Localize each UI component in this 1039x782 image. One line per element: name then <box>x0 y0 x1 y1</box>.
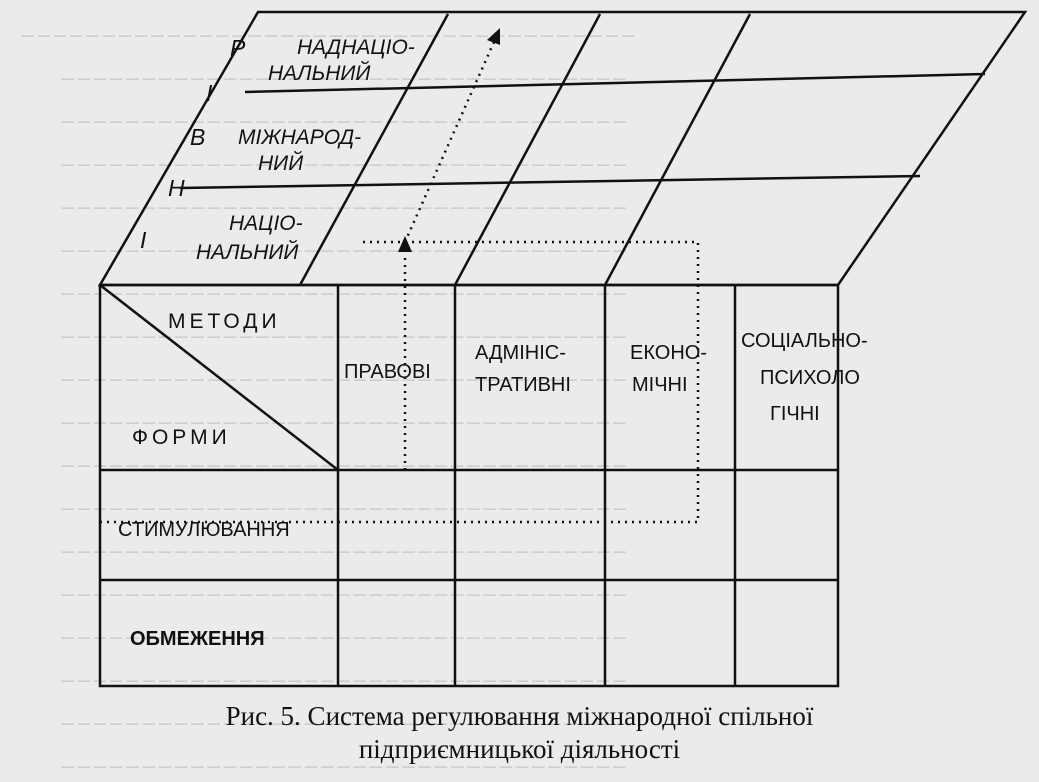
level-national-line2: НАЛЬНИЙ <box>196 241 299 264</box>
svg-text:−−−−−−−−−−−−−−−−−−−−−−−−−−−−−−: −−−−−−−−−−−−−−−−−−−−−−−−−−−−−−−−−−− <box>60 752 628 782</box>
dotted-arrows <box>100 41 700 524</box>
arrow-heads <box>398 28 500 252</box>
levels-column-line-2 <box>453 13 602 286</box>
svg-text:−−−−−−−−−−−−−−−−−−−−−−−−−−−−−−: −−−−−−−−−−−−−−−−−−−−−−−−−−−−−−−−−−− <box>60 150 628 180</box>
caption-line-1: Рис. 5. Система регулювання міжнародної … <box>225 701 814 731</box>
background-page-text: −−−−−−−−−−−−−−−−−−−−−−−−−−−−−−−−−−−−−− −… <box>20 21 637 782</box>
method-sociopsych-line2: ПСИХОЛО <box>760 367 860 389</box>
header-diagonal <box>99 284 339 471</box>
svg-text:−−−−−−−−−−−−−−−−−−−−−−−−−−−−−−: −−−−−−−−−−−−−−−−−−−−−−−−−−−−−−−−−−− <box>60 623 628 653</box>
svg-text:−−−−−−−−−−−−−−−−−−−−−−−−−−−−−−: −−−−−−−−−−−−−−−−−−−−−−−−−−−−−−−−−−− <box>60 451 628 481</box>
method-administrative-line1: АДМІНІС- <box>475 342 566 364</box>
svg-text:−−−−−−−−−−−−−−−−−−−−−−−−−−−−−−: −−−−−−−−−−−−−−−−−−−−−−−−−−−−−−−−−−− <box>60 193 628 223</box>
svg-text:−−−−−−−−−−−−−−−−−−−−−−−−−−−−−−: −−−−−−−−−−−−−−−−−−−−−−−−−−−−−−−−−−− <box>60 537 628 567</box>
axis-letter: І <box>206 80 213 106</box>
level-international-line2: НИЙ <box>258 152 304 175</box>
arrow-head-diagonal <box>487 28 500 45</box>
methods-header: МЕТОДИ <box>168 310 281 333</box>
svg-text:−−−−−−−−−−−−−−−−−−−−−−−−−−−−−−: −−−−−−−−−−−−−−−−−−−−−−−−−−−−−−−−−−− <box>60 365 628 395</box>
arrow-head-up <box>398 236 412 252</box>
method-legal: ПРАВОВІ <box>344 361 431 383</box>
svg-text:−−−−−−−−−−−−−−−−−−−−−−−−−−−−−−: −−−−−−−−−−−−−−−−−−−−−−−−−−−−−−−−−−− <box>60 408 628 438</box>
diagonal-dotted-arrow <box>403 41 496 243</box>
form-stimulation: СТИМУЛЮВАННЯ <box>118 519 290 541</box>
svg-text:−−−−−−−−−−−−−−−−−−−−−−−−−−−−−−: −−−−−−−−−−−−−−−−−−−−−−−−−−−−−−−−−−− <box>60 709 628 739</box>
method-sociopsych-line1: СОЦІАЛЬНО- <box>741 330 868 352</box>
method-labels: ПРАВОВІ АДМІНІС- ТРАТИВНІ ЕКОНО- МІЧНІ С… <box>344 330 868 425</box>
level-labels: НАДНАЦІО- НАЛЬНИЙ МІЖНАРОД- НИЙ НАЦІО- Н… <box>196 36 415 264</box>
levels-divider-1 <box>244 72 986 94</box>
figure-caption: Рис. 5. Система регулювання міжнародної … <box>0 700 1039 766</box>
svg-text:−−−−−−−−−−−−−−−−−−−−−−−−−−−−−−: −−−−−−−−−−−−−−−−−−−−−−−−−−−−−−−−−−− <box>60 494 628 524</box>
form-restriction: ОБМЕЖЕННЯ <box>130 628 265 650</box>
method-administrative-line2: ТРАТИВНІ <box>475 374 571 396</box>
levels-column-line-1 <box>298 13 450 286</box>
axis-letter: І <box>140 227 147 253</box>
level-supranational-line2: НАЛЬНИЙ <box>268 62 371 85</box>
axis-letter: Р <box>230 35 246 61</box>
method-economic-line1: ЕКОНО- <box>630 342 707 364</box>
svg-text:−−−−−−−−−−−−−−−−−−−−−−−−−−−−−−: −−−−−−−−−−−−−−−−−−−−−−−−−−−−−−−−−−−−−− <box>20 21 637 51</box>
axis-letter: В <box>190 124 205 150</box>
levels-divider-2 <box>179 174 921 190</box>
grid-outline <box>98 283 840 688</box>
caption-line-2: підприємницької діяльності <box>358 734 681 764</box>
level-supranational-line1: НАДНАЦІО- <box>297 36 415 59</box>
method-economic-line2: МІЧНІ <box>632 374 688 396</box>
svg-text:−−−−−−−−−−−−−−−−−−−−−−−−−−−−−−: −−−−−−−−−−−−−−−−−−−−−−−−−−−−−−−−−−− <box>60 666 628 696</box>
methods-forms-grid <box>98 283 840 688</box>
level-international-line1: МІЖНАРОД- <box>238 126 361 149</box>
svg-text:−−−−−−−−−−−−−−−−−−−−−−−−−−−−−−: −−−−−−−−−−−−−−−−−−−−−−−−−−−−−−−−−−− <box>60 107 628 137</box>
levels-axis-label: Р І В Н І <box>140 35 246 253</box>
level-national-line1: НАЦІО- <box>229 212 303 235</box>
svg-text:−−−−−−−−−−−−−−−−−−−−−−−−−−−−−−: −−−−−−−−−−−−−−−−−−−−−−−−−−−−−−−−−−− <box>60 580 628 610</box>
axis-letter: Н <box>168 175 185 201</box>
method-sociopsych-line3: ГІЧНІ <box>770 403 820 425</box>
svg-text:−−−−−−−−−−−−−−−−−−−−−−−−−−−−−−: −−−−−−−−−−−−−−−−−−−−−−−−−−−−−−−−−−− <box>60 279 628 309</box>
levels-column-line-3 <box>603 13 752 286</box>
forms-header: ФОРМИ <box>132 426 231 449</box>
